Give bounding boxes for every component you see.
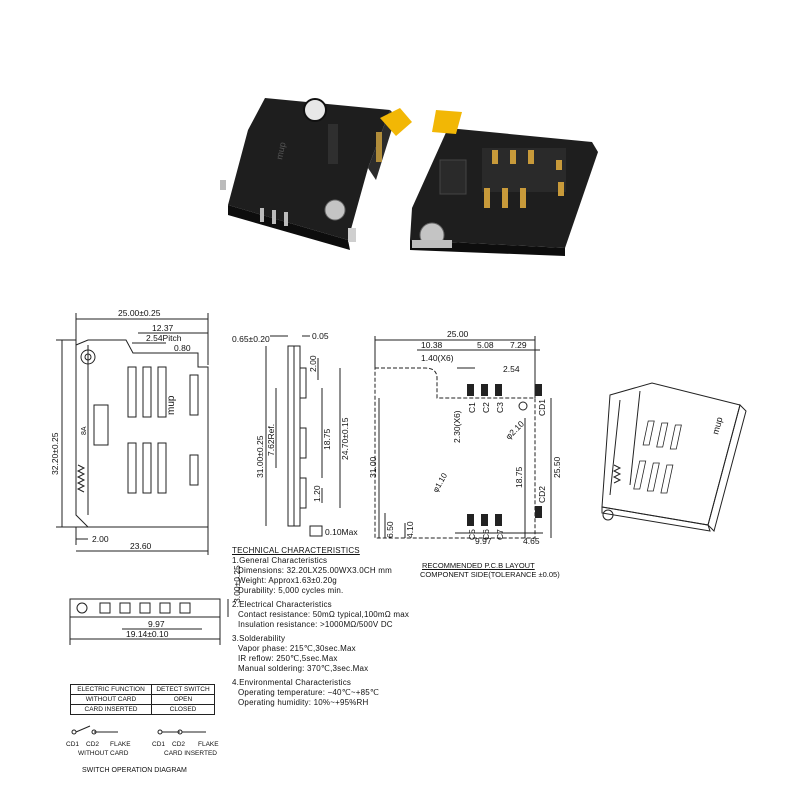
dim-2-00: 2.00 (92, 534, 109, 544)
pad-c1: C1 (467, 402, 477, 413)
table-header-switch: DETECT SWITCH (151, 684, 215, 695)
front-view-drawing: 25.00±0.25 12.37 2.54Pitch 0.80 32.20±0.… (50, 308, 209, 555)
dim-side-e: 18.75 (322, 428, 332, 450)
tech-solder-heading: 3.Solderability (232, 634, 286, 643)
sw-cd2-b: CD2 (172, 741, 185, 748)
tech-ir: IR reflow: 250℃,5sec.Max (238, 654, 338, 663)
pcb-dim-m: 4.10 (405, 521, 415, 538)
sw-diagram-title: SWITCH OPERATION DIAGRAM (82, 767, 187, 774)
dim-side-d: 7.62Ref. (266, 424, 276, 456)
pcb-dim-d: 1.40(X6) (421, 353, 454, 363)
product-photo: mup (220, 98, 598, 256)
table-cell: WITHOUT CARD (70, 694, 152, 705)
tech-general-heading: 1.General Characteristics (232, 556, 328, 565)
tech-dimensions: Dimensions: 32.20LX25.00WX3.0CH mm (238, 566, 392, 575)
connector-top-view: mup (220, 98, 412, 250)
tech-electrical-heading: 2.Electrical Characteristics (232, 600, 332, 609)
table-cell: CLOSED (151, 704, 215, 715)
sw-flake-a: FLAKE (110, 741, 131, 748)
pcb-dim-i: 18.75 (514, 466, 524, 488)
pad-cd2: CD2 (537, 486, 547, 503)
pad-c3: C3 (495, 402, 505, 413)
pcb-dim-g: φ2.10 (503, 419, 526, 442)
dim-side-c: 2.00 (308, 355, 318, 372)
pcb-caption-2: COMPONENT SIDE(TOLERANCE ±0.05) (420, 570, 560, 579)
tech-ophum: Operating humidity: 10%~+95%RH (238, 698, 369, 707)
pcb-caption-1: RECOMMENDED P.C.B LAYOUT (422, 561, 535, 570)
pad-c2: C2 (481, 402, 491, 413)
dim-side-h: 1.20 (312, 485, 322, 502)
tech-optemp: Operating temperature: −40℃~+85℃ (238, 688, 380, 697)
table-row: CARD INSERTED CLOSED (70, 704, 215, 715)
pad-c7: C7 (495, 529, 505, 540)
pad-cd1: CD1 (537, 399, 547, 416)
tech-insulation: Insulation resistance: >1000MΩ/500V DC (238, 620, 393, 629)
dim-bottom-h: 3.00±0.25 (232, 565, 242, 603)
pcb-layout-drawing: 25.00 10.38 5.08 7.29 1.40(X6) 2.54 2.30… (368, 329, 562, 546)
tech-durability: Durability: 5,000 cycles min. (238, 586, 344, 595)
pcb-dim-j: 25.50 (552, 456, 562, 478)
connector-bottom-view (410, 110, 598, 256)
dim-12-37: 12.37 (152, 323, 174, 333)
flatness-value: 0.10Max (325, 527, 358, 537)
dim-side-a: 0.65±0.20 (232, 334, 270, 344)
pcb-dim-w: 25.00 (447, 329, 469, 339)
dim-side-g: 31.00±0.25 (255, 435, 265, 478)
bottom-view-drawing: 3.00±0.25 9.97 19.14±0.10 (69, 565, 242, 645)
tech-contact: Contact resistance: 50mΩ typical,100mΩ m… (238, 610, 410, 619)
pcb-dim-f: 2.30(X6) (452, 410, 462, 443)
sw-flake-b: FLAKE (198, 741, 219, 748)
pcb-dim-k: φ1.10 (431, 471, 449, 494)
dim-0-80: 0.80 (174, 343, 191, 353)
dim-pitch: 2.54Pitch (146, 333, 182, 343)
switch-operation-diagram: CD1 CD2 FLAKE WITHOUT CARD CD1 CD2 FLAKE… (66, 725, 219, 774)
sw-card-inserted: CARD INSERTED (164, 750, 217, 757)
pcb-dim-b: 5.08 (477, 340, 494, 350)
pcb-dim-e: 2.54 (503, 364, 520, 374)
side-view-drawing: 0.65±0.20 0.05 2.00 7.62Ref. 18.75 24.70… (232, 331, 358, 537)
table-header-function: ELECTRIC FUNCTION (70, 684, 152, 695)
tech-manual: Manual soldering: 370℃,3sec.Max (238, 664, 369, 673)
pcb-dim-a: 10.38 (421, 340, 443, 350)
dim-bottom-a: 9.97 (148, 619, 165, 629)
dim-23-60: 23.60 (130, 541, 152, 551)
sw-cd1-b: CD1 (152, 741, 165, 748)
tech-vapor: Vapor phase: 215℃,30sec.Max (238, 644, 356, 653)
dim-bottom-b: 19.14±0.10 (126, 629, 169, 639)
dim-side-f: 24.70±0.15 (340, 417, 350, 460)
pad-c6: C6 (481, 529, 491, 540)
pcb-dim-n: 9.97 (475, 536, 492, 546)
dim-side-b: 0.05 (312, 331, 329, 341)
pcb-dim-h: 31.00 (368, 456, 378, 478)
tech-weight: Weight: Approx1.63±0.20g (238, 576, 337, 585)
isometric-view-drawing: mup (601, 382, 747, 532)
front-logo: mup (166, 395, 177, 415)
tech-characteristics: TECHNICAL CHARACTERISTICS 1.General Char… (232, 546, 409, 708)
pad-c5: C5 (467, 529, 477, 540)
table-row: WITHOUT CARD OPEN (70, 694, 215, 705)
switch-function-table: ELECTRIC FUNCTION DETECT SWITCH WITHOUT … (70, 684, 215, 715)
table-row: ELECTRIC FUNCTION DETECT SWITCH (70, 684, 215, 695)
pcb-dim-l: 6.50 (385, 521, 395, 538)
tech-env-heading: 4.Environmental Characteristics (232, 678, 352, 687)
iso-logo: mup (710, 416, 724, 436)
tech-title: TECHNICAL CHARACTERISTICS (232, 546, 360, 555)
pcb-dim-o: 4.65 (523, 536, 540, 546)
sw-without-card: WITHOUT CARD (78, 750, 129, 757)
connector-logo-text: mup (274, 141, 287, 160)
sw-cd2-a: CD2 (86, 741, 99, 748)
table-cell: OPEN (151, 694, 215, 705)
sw-cd1-a: CD1 (66, 741, 79, 748)
dim-width: 25.00±0.25 (118, 308, 161, 318)
pcb-dim-c: 7.29 (510, 340, 527, 350)
table-cell: CARD INSERTED (70, 704, 152, 715)
dim-height: 32.20±0.25 (50, 432, 60, 475)
front-mark: 8A (81, 426, 88, 435)
